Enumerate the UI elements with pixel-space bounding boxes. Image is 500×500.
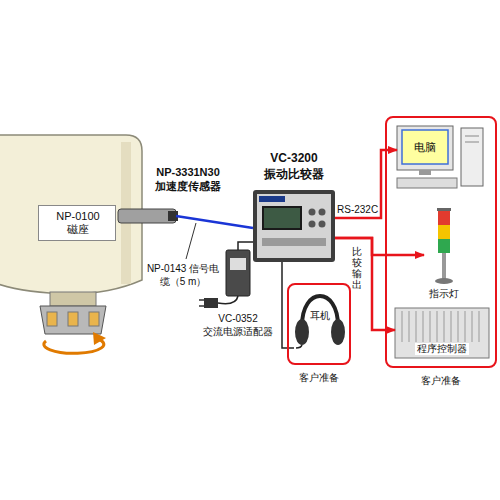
leader-line [186, 223, 196, 259]
node-label: 程序控制器 [415, 343, 469, 355]
device-button [309, 221, 316, 228]
device-button [319, 221, 326, 228]
indicator-light: 指示灯 [424, 208, 464, 304]
cutter [40, 306, 106, 334]
node-label: 客户准备 [284, 371, 354, 384]
ear-cup [331, 319, 345, 345]
monitor-stand [419, 170, 431, 175]
sensor: NP-3331N30 加速度传感器 [118, 209, 176, 223]
connector [335, 150, 397, 218]
cutter-insert [68, 312, 78, 326]
plc-modules [402, 311, 479, 342]
adapter-label [230, 258, 246, 270]
computer: 电脑 [397, 126, 485, 198]
plc: 程序控制器 [395, 308, 489, 358]
device-button [309, 209, 316, 216]
light-cap [437, 208, 451, 211]
light-base [435, 278, 453, 284]
ear-cup [295, 319, 309, 345]
device-screen [262, 206, 302, 230]
monitor-screen [402, 130, 448, 164]
ac-adapter: VC-0352 交流电源适配器 [226, 250, 250, 296]
node-label: 电脑 [402, 130, 448, 164]
headband [302, 296, 338, 326]
pc-tower [461, 128, 483, 186]
light-red [438, 211, 450, 225]
sensor-body [118, 209, 176, 223]
edge-label: NP-0143 信号电缆（5 m） [144, 262, 222, 288]
connector [238, 242, 253, 250]
edge-label: 比较输出 [352, 246, 362, 290]
adapter-wire [218, 296, 238, 304]
headphone-cord [296, 345, 302, 348]
device-button [319, 209, 326, 216]
node-label: VC-0352 交流电源适配器 [200, 312, 276, 338]
tool-holder [50, 292, 96, 306]
pc-tower-slots [465, 136, 479, 142]
light-yellow [438, 225, 450, 239]
edge-label: RS-232C [337, 204, 381, 216]
light-pole [442, 253, 446, 279]
customer-region: 客户准备耳机 [287, 283, 351, 365]
node-label: 耳机 [308, 310, 332, 322]
device-keys [262, 238, 326, 246]
node-label: VC-3200 振动比较器 [254, 150, 334, 182]
plug-prongs [199, 300, 204, 306]
device-screen-inner [264, 208, 300, 228]
connector [176, 216, 253, 228]
light-green [438, 239, 450, 253]
device-logo [259, 196, 285, 202]
rotation-arrowhead [93, 332, 106, 345]
cutter-insert [47, 312, 57, 326]
cutter-insert [89, 312, 99, 326]
plug [204, 298, 218, 308]
keyboard [397, 178, 457, 188]
adapter-body [226, 250, 250, 296]
monitor [397, 126, 453, 170]
node-label: 客户准备 [401, 374, 481, 387]
node-label: NP-3331N30 加速度传感器 [146, 165, 230, 193]
magnetic-base-box: NP-0100 磁座 [38, 205, 116, 241]
node-label: NP-0100 磁座 [51, 210, 105, 236]
device-body [253, 190, 335, 262]
vibration-comparator: VC-3200 振动比较器 [253, 190, 335, 262]
plc-body [395, 308, 489, 358]
customer-region: 客户准备电脑指示灯程序控制器 [385, 116, 497, 368]
connector [335, 238, 424, 255]
headphones: 耳机 [294, 290, 346, 360]
device-faceplate [257, 194, 331, 258]
node-label: 指示灯 [419, 288, 469, 300]
